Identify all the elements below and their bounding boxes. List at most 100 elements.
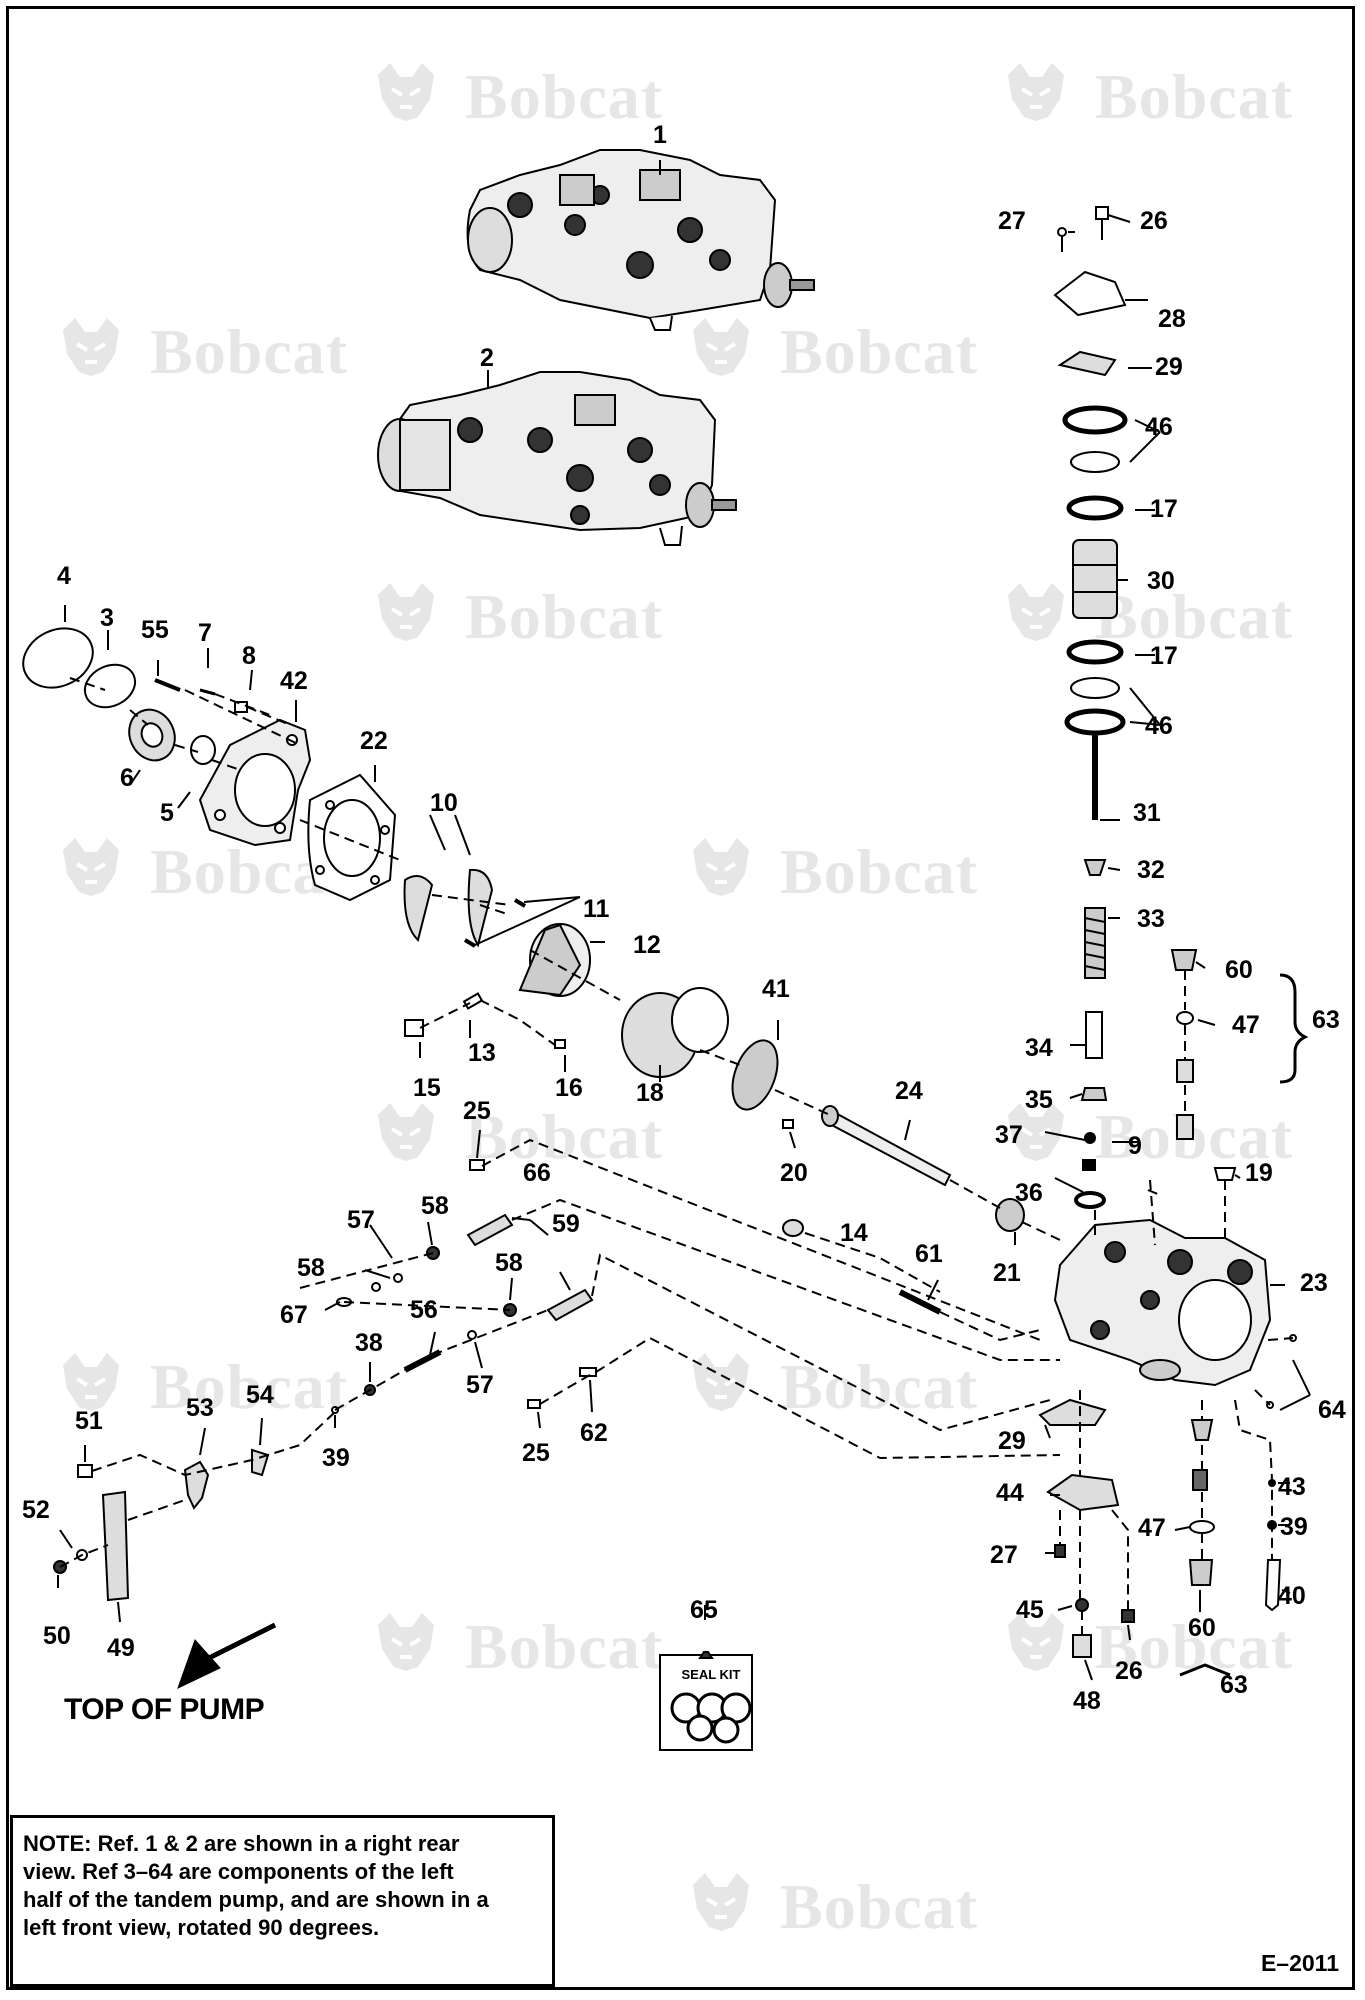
callout-7: 7 (198, 619, 212, 647)
seal-kit-box (659, 1651, 753, 1751)
note-box: NOTE: Ref. 1 & 2 are shown in a right re… (10, 1815, 555, 1987)
part-29-gasket-bottom (1038, 1398, 1107, 1426)
bobcat-watermark-text: Bobcat (150, 316, 348, 387)
part-44-cover (1046, 1473, 1120, 1512)
callout-39: 39 (1280, 1513, 1308, 1541)
callout-20: 20 (780, 1159, 808, 1187)
part-53-lever (183, 1460, 210, 1510)
part-23-housing (1053, 1218, 1272, 1387)
pump-assembly-1 (466, 149, 815, 331)
bobcat-watermark-text: Bobcat (150, 1351, 348, 1422)
part-40-screw (1264, 1559, 1282, 1612)
callout-31: 31 (1133, 799, 1161, 827)
bobcat-watermark-text: Bobcat (1095, 581, 1293, 652)
callout-21: 21 (993, 1259, 1021, 1287)
part-valve-cartridge-top (1176, 1059, 1194, 1083)
part-58-washer (371, 1282, 381, 1292)
callout-3: 3 (100, 604, 114, 632)
diagram-frame (6, 6, 1355, 1990)
callout-22: 22 (360, 727, 388, 755)
note-heading: NOTE: (23, 1831, 92, 1856)
part-45-ball (1075, 1598, 1089, 1612)
callout-55: 55 (141, 616, 169, 644)
bobcat-watermark-text: Bobcat (465, 61, 663, 132)
bracket-63-bottom (1179, 1663, 1231, 1677)
callout-11: 11 (583, 895, 610, 923)
callout-47: 47 (1138, 1514, 1166, 1542)
callout-60: 60 (1188, 1614, 1216, 1642)
callout-57: 57 (466, 1371, 494, 1399)
bobcat-logo-watermark (693, 318, 749, 376)
callout-49: 49 (107, 1634, 135, 1662)
callout-63: 63 (1220, 1671, 1248, 1699)
bobcat-logo-watermark (63, 1353, 119, 1411)
callout-28: 28 (1158, 305, 1186, 333)
part-46-seal-top (1062, 405, 1128, 435)
callout-58: 58 (297, 1254, 325, 1282)
part-66-piston (466, 1213, 514, 1247)
callout-33: 33 (1137, 905, 1165, 933)
bobcat-logo-watermark (378, 1103, 434, 1161)
callout-36: 36 (1015, 1179, 1043, 1207)
part-62-pin (579, 1367, 597, 1377)
part-17-ring-bottom (1066, 639, 1124, 665)
bobcat-logo-watermark (378, 63, 434, 121)
part-55-bolt (154, 678, 181, 692)
top-of-pump-arrow (177, 1622, 277, 1689)
part-26-bolt-top (1095, 206, 1109, 220)
callout-1: 1 (653, 121, 667, 149)
callout-39: 39 (322, 1444, 350, 1472)
bobcat-logo-watermark (378, 583, 434, 641)
callout-17: 17 (1150, 642, 1178, 670)
callout-27: 27 (990, 1541, 1018, 1569)
figure-id: E–2011 (1260, 1950, 1339, 1976)
callout-51: 51 (75, 1407, 103, 1435)
bobcat-watermark-text: Bobcat (465, 1101, 663, 1172)
callout-10: 10 (430, 789, 458, 817)
callout-29: 29 (998, 1427, 1026, 1455)
part-61-stud (898, 1289, 942, 1315)
part-11-pin-b (463, 938, 477, 948)
callout-9: 9 (1128, 1132, 1142, 1160)
part-10-bearing-a (403, 875, 434, 942)
part-25-pin-lower (527, 1399, 541, 1409)
bobcat-watermark-text: Bobcat (780, 836, 978, 907)
bobcat-logo-watermark (378, 1613, 434, 1671)
part-36-ring (1074, 1191, 1106, 1209)
part-7-pin (199, 688, 216, 696)
callout-24: 24 (895, 1077, 923, 1105)
part-11-pin-a (513, 898, 527, 908)
bobcat-logo-watermark (1008, 63, 1064, 121)
leader-lines (57, 160, 1311, 1681)
callout-5: 5 (160, 799, 174, 827)
callout-50: 50 (43, 1622, 71, 1650)
part-57-oring-a (393, 1273, 403, 1283)
part-8-plug (234, 701, 248, 713)
callout-25: 25 (463, 1097, 491, 1125)
part-46-oring-top (1070, 451, 1120, 473)
part-28-cover (1053, 270, 1127, 317)
seal-kit-label: SEAL KIT (681, 1667, 741, 1682)
callout-64: 64 (1318, 1396, 1346, 1424)
bobcat-logo-watermark (693, 1353, 749, 1411)
bobcat-watermark-text: Bobcat (1095, 61, 1293, 132)
callout-34: 34 (1025, 1034, 1053, 1062)
part-60-plug-top (1170, 949, 1198, 971)
callout-38: 38 (355, 1329, 383, 1357)
callout-26: 26 (1140, 207, 1168, 235)
pump-assembly-2 (377, 371, 737, 546)
part-20-pin (782, 1119, 794, 1129)
callout-35: 35 (1025, 1086, 1053, 1114)
part-48-plug (1072, 1634, 1092, 1658)
callout-23: 23 (1300, 1269, 1328, 1297)
bobcat-logo-watermark (1008, 583, 1064, 641)
note-line-1: Ref. 1 & 2 are shown in a right rear (97, 1831, 460, 1856)
part-19-plug (1213, 1167, 1237, 1181)
callout-12: 12 (633, 931, 661, 959)
part-49-bracket (101, 1490, 130, 1602)
bobcat-watermark-text: Bobcat (465, 581, 663, 652)
part-32-seat (1083, 859, 1107, 876)
callout-6: 6 (120, 764, 134, 792)
callout-27: 27 (998, 207, 1026, 235)
